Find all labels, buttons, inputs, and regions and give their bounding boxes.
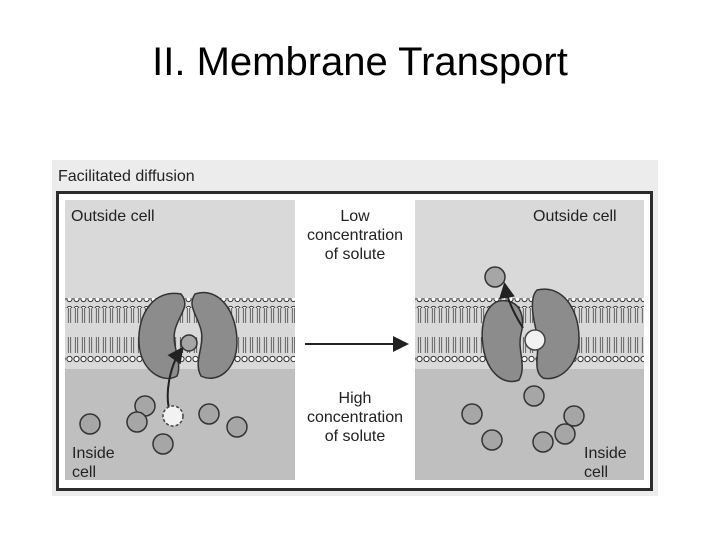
left-outside-label: Outside cell bbox=[71, 208, 155, 225]
left-solute-molecules bbox=[79, 395, 248, 455]
right-outside-label: Outside cell bbox=[533, 208, 617, 225]
right-solute-molecules bbox=[461, 385, 585, 453]
released-solute-molecule bbox=[484, 266, 506, 288]
diffusion-diagram bbox=[65, 200, 644, 480]
figure-frame: Outside cell Inside cell Outside cell In… bbox=[56, 191, 653, 491]
right-carrier-protein bbox=[481, 288, 580, 383]
right-inside-label: Inside cell bbox=[584, 445, 627, 481]
figure-caption: Facilitated diffusion bbox=[58, 168, 195, 185]
left-inside-region bbox=[65, 369, 295, 480]
left-inside-label: Inside cell bbox=[72, 445, 115, 481]
solute-in-channel bbox=[180, 334, 198, 352]
left-panel bbox=[65, 200, 295, 480]
solute-leaving-channel bbox=[524, 329, 546, 351]
high-concentration-label: High concentration of solute bbox=[306, 390, 404, 445]
facilitated-diffusion-figure: Facilitated diffusion bbox=[52, 160, 658, 496]
right-panel bbox=[415, 200, 644, 480]
exit-path-arrow bbox=[499, 282, 524, 329]
low-concentration-label: Low concentration of solute bbox=[306, 208, 404, 263]
slide-title: II. Membrane Transport bbox=[152, 40, 568, 84]
moving-solute-molecule bbox=[162, 405, 184, 427]
